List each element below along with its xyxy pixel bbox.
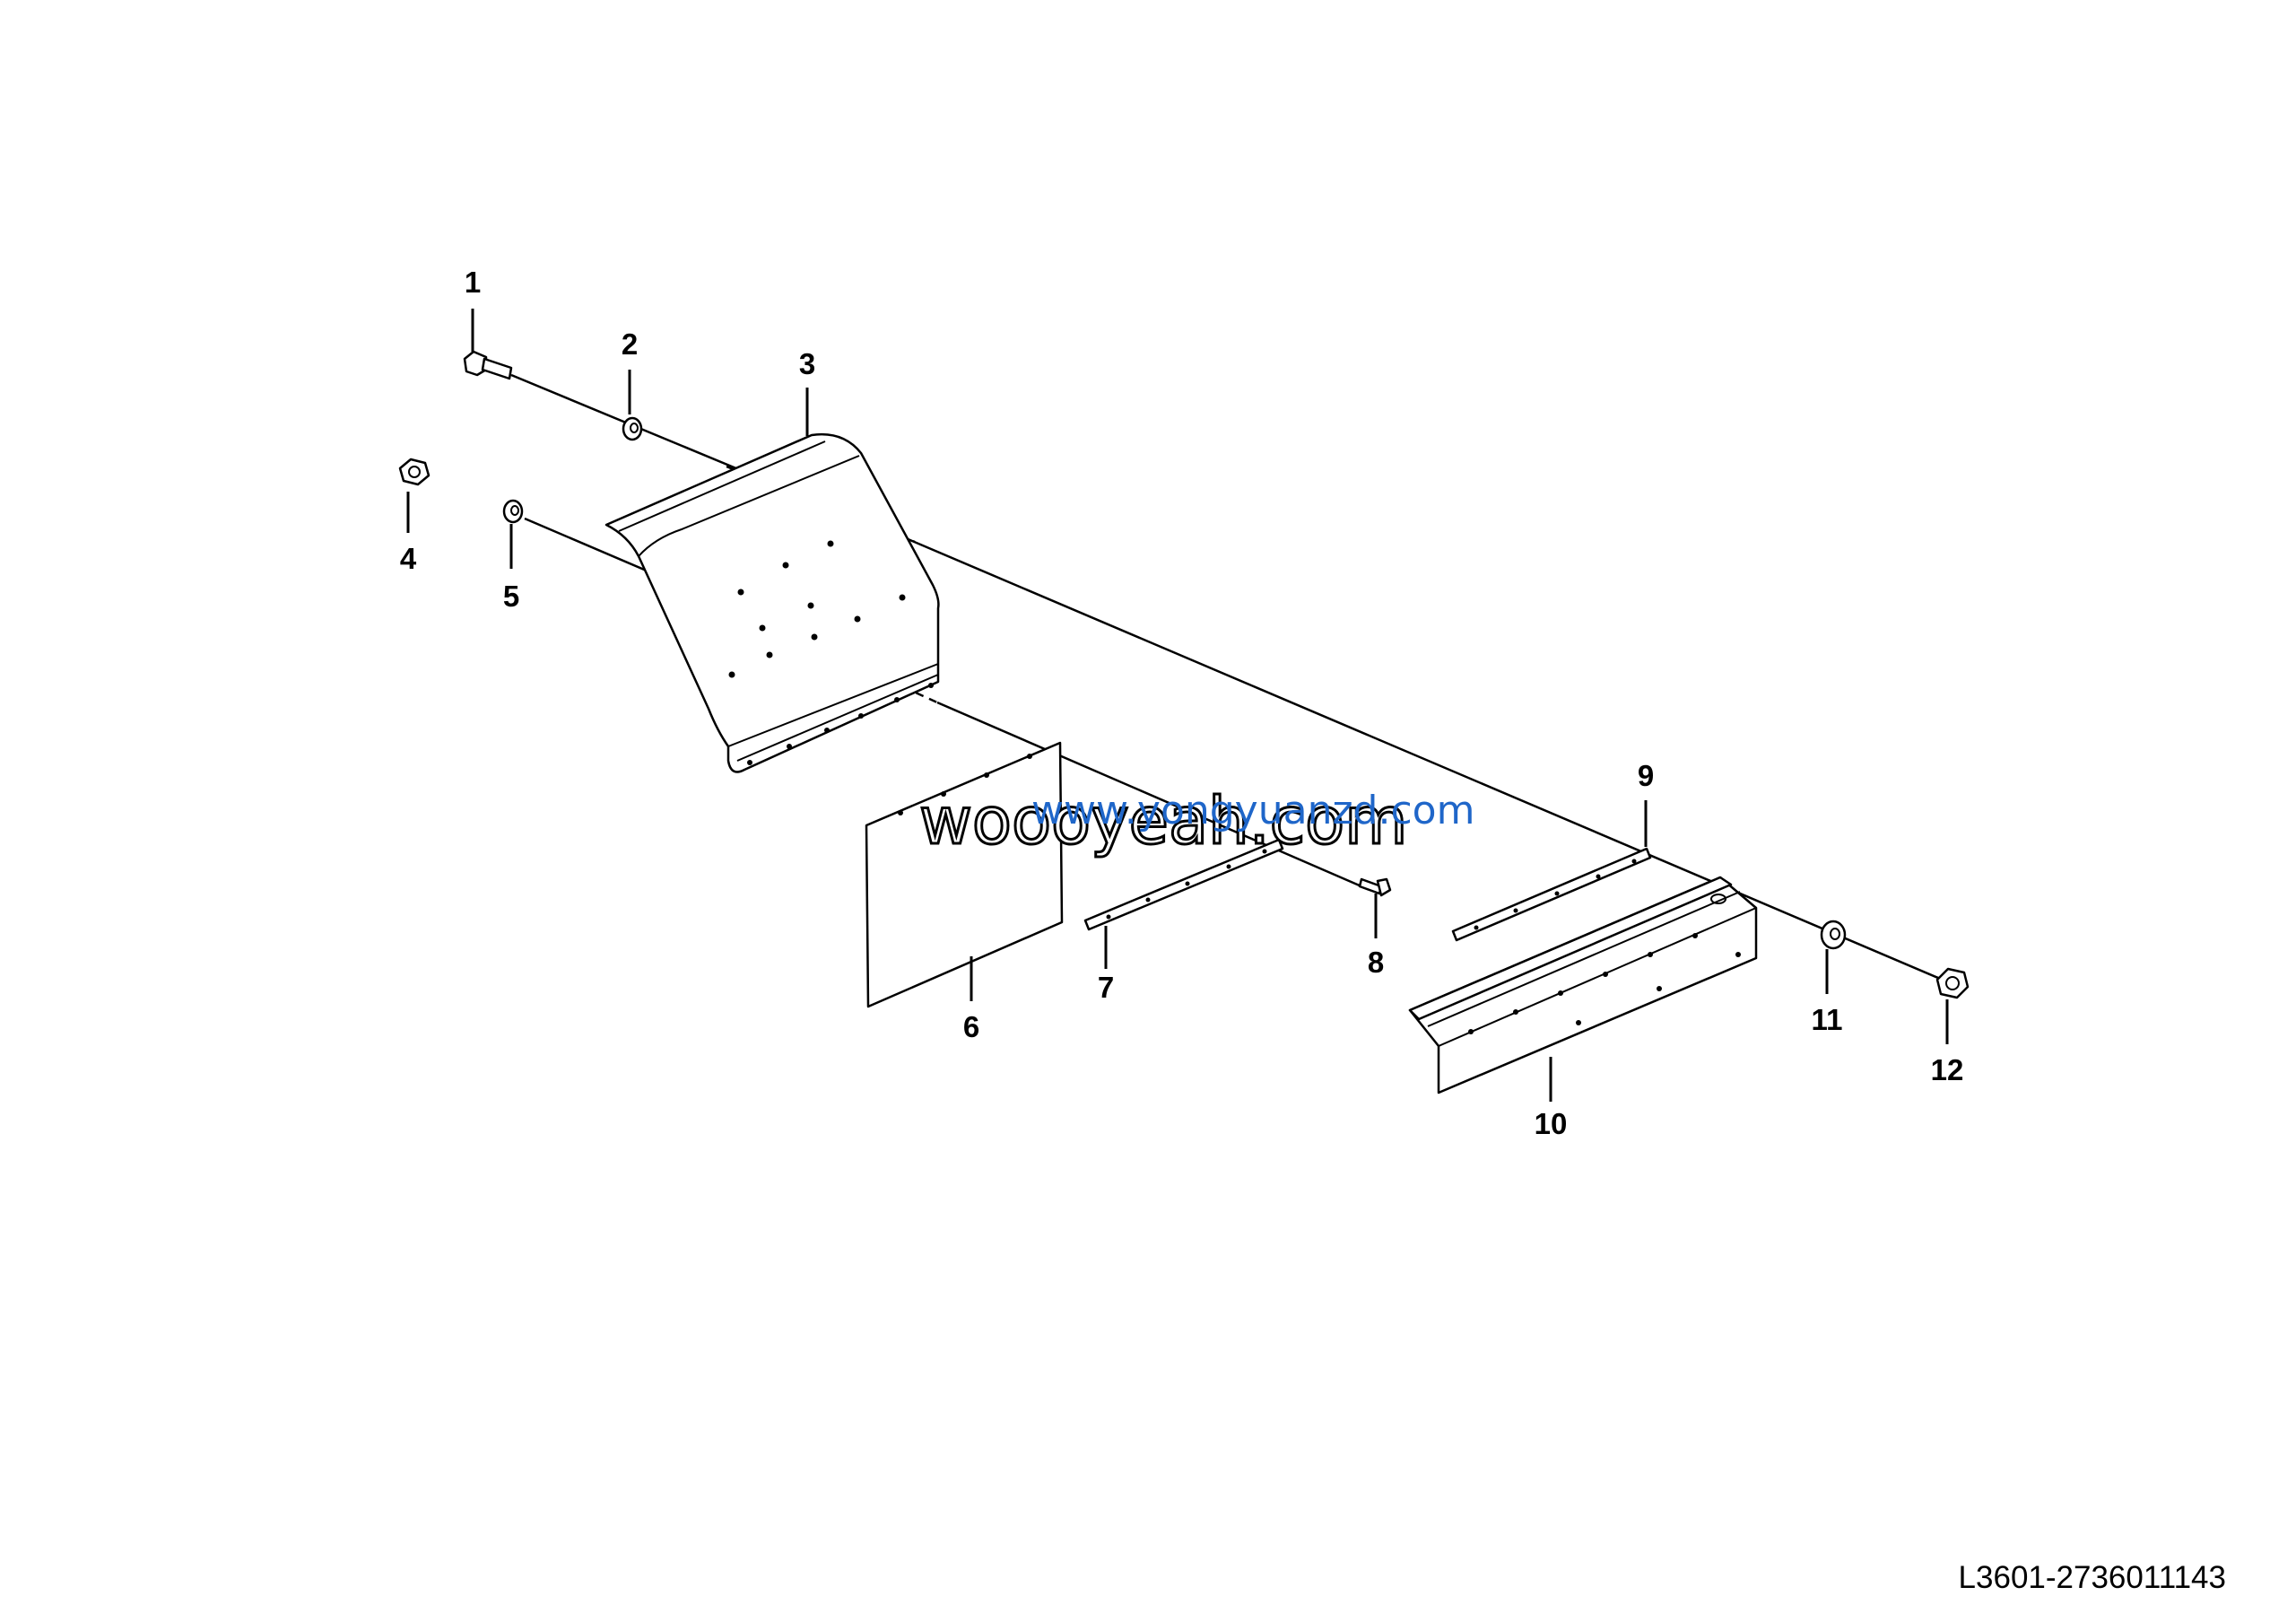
callout-labels: 1 2 3 4 5 6 7 8 9 10 11 12 [400,266,1964,1140]
callout-10: 10 [1535,1107,1568,1140]
part-3-fender [604,433,940,773]
part-12-nut [1935,967,1970,999]
callout-5: 5 [503,580,519,613]
part-1-bolt [463,350,513,380]
callout-8: 8 [1368,946,1384,979]
part-7-clamp-strip [1083,838,1284,931]
watermark-overlay: www.yongyuanzd.com [1031,788,1474,833]
callout-1: 1 [465,266,481,299]
part-4-nut [398,458,430,486]
part-8-screw [1358,877,1392,897]
callout-4: 4 [400,542,417,575]
part-5-washer [502,499,524,524]
leader-lines [406,309,1949,1102]
part-9-strip [1451,847,1652,942]
callout-12: 12 [1931,1053,1964,1086]
part-2-washer [622,416,643,441]
part-10-bracket [1408,876,1758,1094]
watermark: woooyeah.com www.yongyuanzd.com [918,782,1475,860]
part-11-washer [1820,920,1847,950]
callout-2: 2 [622,327,638,361]
part-6-rubber-flap [865,741,1064,1008]
watermark-main: woooyeah.com [919,783,1407,859]
callout-11: 11 [1812,1003,1843,1036]
callout-3: 3 [799,347,815,380]
callout-9: 9 [1638,759,1654,792]
callout-6: 6 [963,1010,979,1043]
callout-7: 7 [1098,971,1114,1004]
figure-reference-code: L3601-2736011143 [1959,1560,2226,1595]
